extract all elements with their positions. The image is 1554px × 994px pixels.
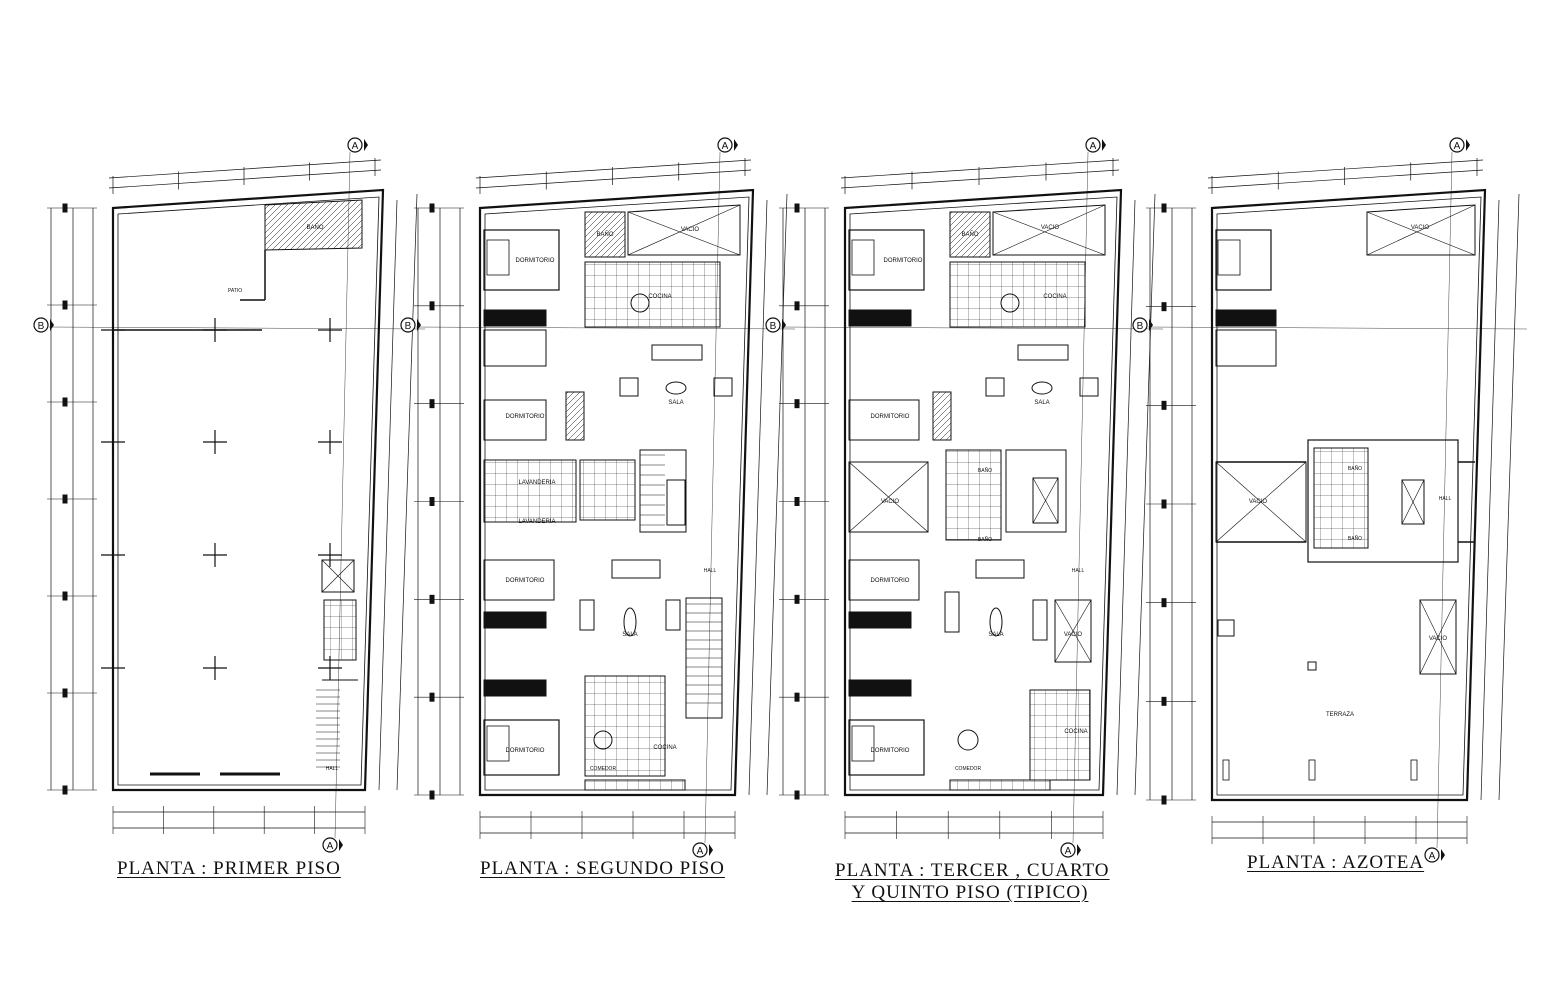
axis-a-top-marker: A <box>1085 137 1106 153</box>
room-label-terraza: TERRAZA <box>1326 712 1354 718</box>
title-primer-piso: PLANTA : PRIMER PISO <box>117 858 341 879</box>
axis-a-bottom-marker: A <box>1060 842 1081 858</box>
room-label-dormitorio: DORMITORIO <box>506 748 545 754</box>
room-label-dormitorio: DORMITORIO <box>871 414 910 420</box>
svg-text:B: B <box>770 321 777 332</box>
room-label-lavanderia: LAVANDERIA <box>518 519 555 525</box>
axis-b-marker: B <box>400 317 421 333</box>
room-label-vacio: VACIO <box>1041 225 1060 231</box>
room-label-patio: PATIO <box>228 288 242 294</box>
room-label-cocina: COCINA <box>1043 294 1066 300</box>
plan-primer-piso: A A B BAÑO PATIO HALL <box>33 137 426 853</box>
room-label-dormitorio: DORMITORIO <box>506 414 545 420</box>
axis-b-marker: B <box>33 317 54 333</box>
room-label-dormitorio: DORMITORIO <box>871 748 910 754</box>
room-label-comedor: COMEDOR <box>590 766 617 772</box>
plan-azotea: A A B VACIO BAÑO BAÑO HALL VACIO VACIO TERRAZA <box>1132 137 1528 863</box>
svg-text:A: A <box>697 846 704 857</box>
room-label-bano: BAÑO <box>1348 465 1362 472</box>
room-label-vacio: VACIO <box>1429 636 1448 642</box>
svg-text:A: A <box>1454 141 1461 152</box>
svg-text:B: B <box>38 321 45 332</box>
svg-text:A: A <box>1429 851 1436 862</box>
room-label-comedor: COMEDOR <box>955 766 982 772</box>
axis-a-bottom-marker: A <box>1424 847 1445 863</box>
room-label-hall: HALL <box>704 568 717 574</box>
title-segundo-piso: PLANTA : SEGUNDO PISO <box>480 858 725 879</box>
room-label-dormitorio: DORMITORIO <box>506 578 545 584</box>
axis-a-top-marker: A <box>717 137 738 153</box>
plan-segundo-piso: A A B BAÑO VACIO COCINA DORMITORIO SALA DORMITOR… <box>400 137 796 858</box>
room-label-cocina: COCINA <box>653 745 676 751</box>
room-label-cocina: COCINA <box>1064 729 1087 735</box>
room-label-vacio: VACIO <box>681 227 700 233</box>
plans-layer: A A B BAÑO PATIO HALL A A B BAÑO VACIO COCINA DORMIT… <box>33 137 1528 863</box>
svg-text:B: B <box>1137 321 1144 332</box>
room-label-bano: BAÑO <box>961 231 978 238</box>
room-label-hall: HALL <box>1072 568 1085 574</box>
room-label-hall: HALL <box>326 766 339 772</box>
room-label-hall: HALL <box>1439 496 1452 502</box>
svg-text:A: A <box>352 141 359 152</box>
title-tipico-line2: Y QUINTO PISO (TIPICO) <box>851 882 1089 903</box>
room-label-vacio: VACIO <box>1064 632 1083 638</box>
room-label-sala: SALA <box>668 400 683 406</box>
svg-text:B: B <box>405 321 412 332</box>
room-label-dormitorio: DORMITORIO <box>516 258 555 264</box>
room-label-bano: BAÑO <box>978 536 992 543</box>
svg-text:A: A <box>722 141 729 152</box>
axis-a-bottom-marker: A <box>692 842 713 858</box>
room-label-lavanderia: LAVANDERIA <box>518 480 555 486</box>
plan-tipico: A A B BAÑO VACIO COCINA DORMITORIO SALA DORMITOR… <box>765 137 1164 858</box>
room-label-bano: BAÑO <box>1348 535 1362 542</box>
axis-a-bottom-marker: A <box>322 837 343 853</box>
axis-a-top-marker: A <box>347 137 368 153</box>
room-label-sala: SALA <box>988 632 1003 638</box>
title-tipico: PLANTA : TERCER , CUARTO Y QUINTO PISO (… <box>835 860 1110 904</box>
svg-text:A: A <box>327 841 334 852</box>
room-label-dormitorio: DORMITORIO <box>884 258 923 264</box>
room-label-sala: SALA <box>1034 400 1049 406</box>
room-label-vacio: VACIO <box>1249 499 1268 505</box>
svg-text:A: A <box>1065 846 1072 857</box>
room-label-vacio: VACIO <box>881 499 900 505</box>
room-label-dormitorio: DORMITORIO <box>871 578 910 584</box>
room-label-sala: SALA <box>622 632 637 638</box>
room-label-cocina: COCINA <box>648 294 671 300</box>
axis-a-top-marker: A <box>1449 137 1470 153</box>
svg-text:A: A <box>1090 141 1097 152</box>
room-label-bano: BAÑO <box>306 224 323 231</box>
axis-b-marker: B <box>765 317 786 333</box>
title-tipico-line1: PLANTA : TERCER , CUARTO <box>835 860 1110 881</box>
axis-b-marker: B <box>1132 317 1153 333</box>
room-label-vacio: VACIO <box>1411 225 1430 231</box>
room-label-bano: BAÑO <box>596 231 613 238</box>
title-azotea: PLANTA : AZOTEA <box>1247 852 1425 873</box>
room-label-bano: BAÑO <box>978 467 992 474</box>
